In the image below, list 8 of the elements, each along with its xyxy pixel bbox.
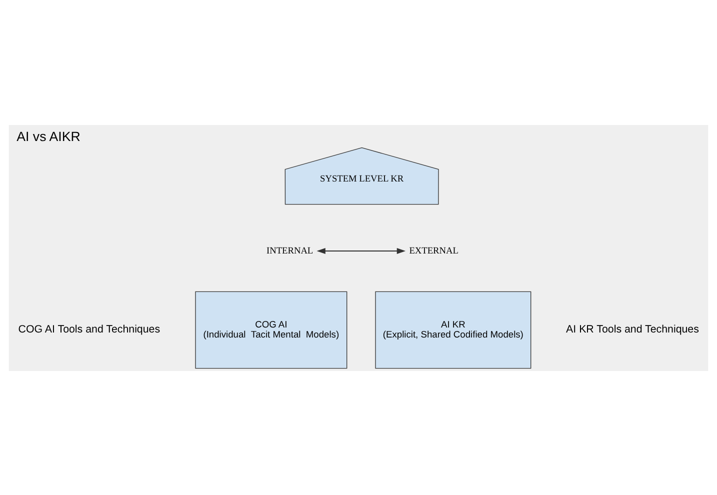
diagram-title: AI vs AIKR [16,128,80,144]
node-text: INTERNAL [266,246,314,256]
label: COG AI Tools and Techniques [18,323,160,336]
node-text: EXTERNAL [409,246,458,256]
label: AI KR Tools and Techniques [566,323,699,336]
node-box: COG AI (Individual Tacit Mental Models) [195,290,348,368]
node-box: AI KR (Explicit, Shared Codified Models) [375,290,532,368]
arrow [316,247,406,254]
